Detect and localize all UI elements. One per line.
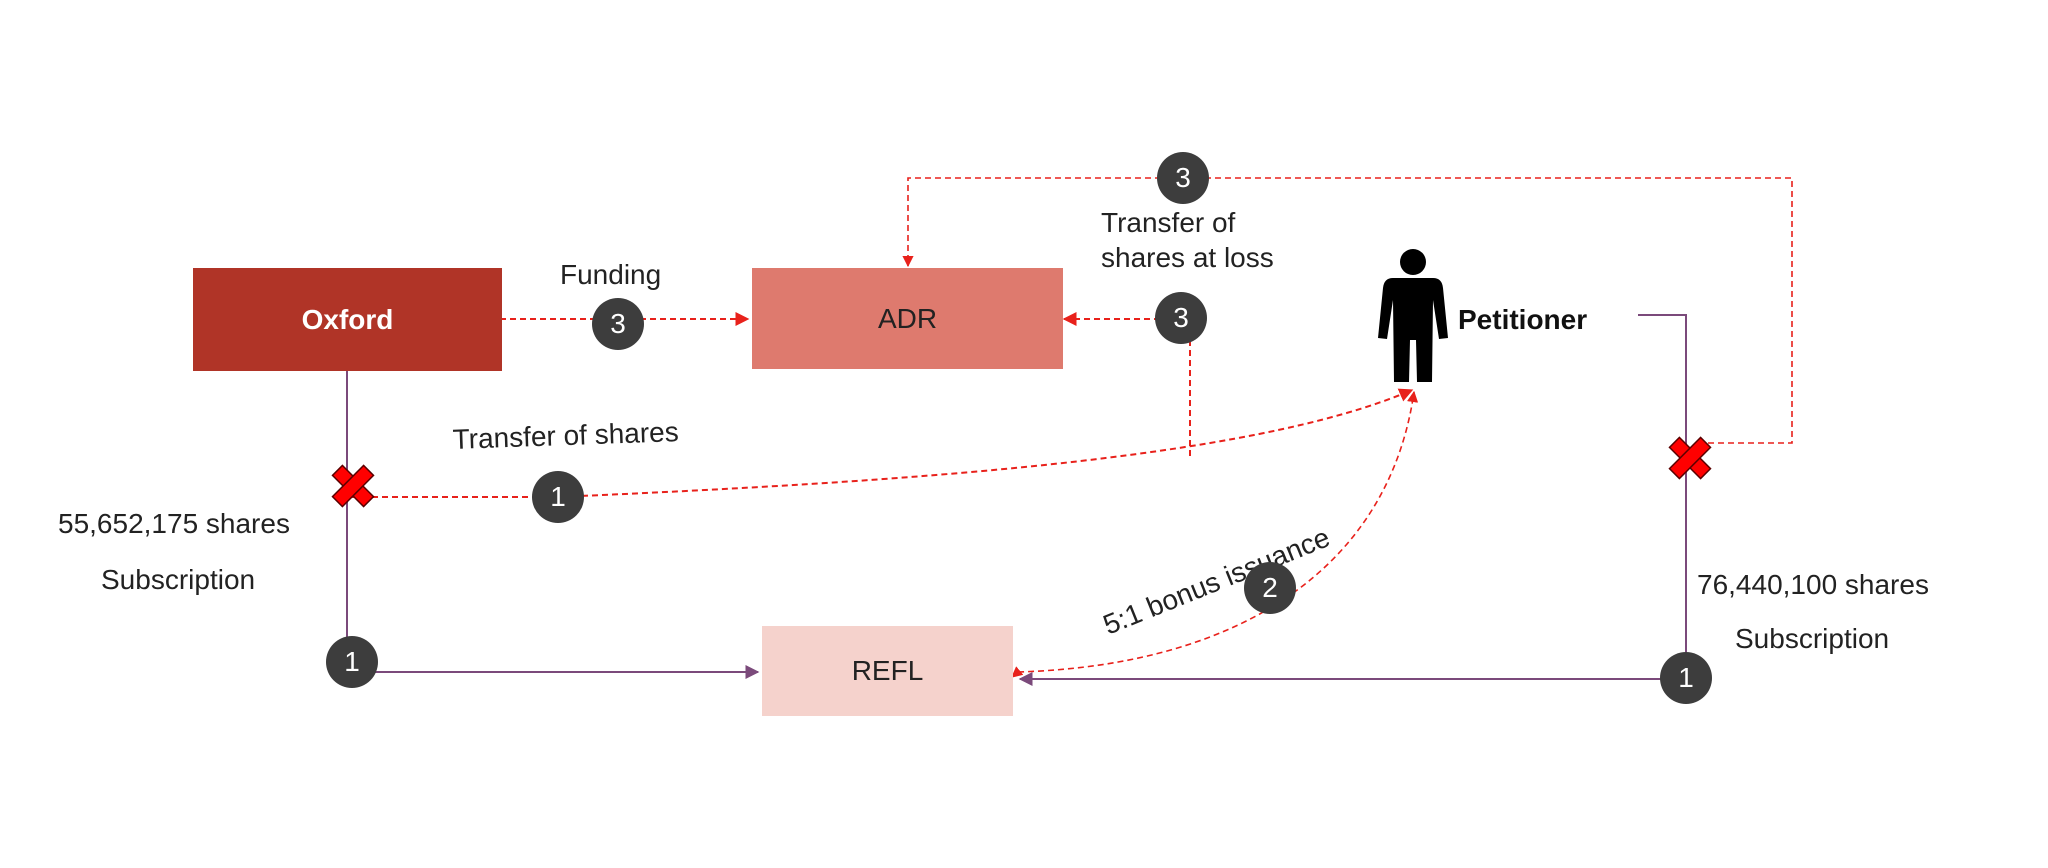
- cross-icon: [1668, 436, 1712, 480]
- step-badge-petitioner-subscription: 1: [1660, 652, 1712, 704]
- top-loop-arrow: [902, 177, 1793, 444]
- funding-label: Funding: [560, 259, 662, 290]
- transfer-at-loss-label-line2: shares at loss: [1101, 242, 1274, 273]
- petitioner-subscription-line: [1018, 314, 1687, 686]
- step-badge-top-loop: 3: [1157, 152, 1209, 204]
- oxford-subscription-label: Subscription: [101, 564, 256, 595]
- bonus-arrow-tail: [1011, 666, 1024, 678]
- petitioner-subscription-label: Subscription: [1735, 623, 1890, 654]
- oxford-box: Oxford: [193, 268, 502, 371]
- step-badge-funding: 3: [592, 298, 644, 350]
- step-badge-oxford-subscription: 1: [326, 636, 378, 688]
- petitioner-shares-label: 76,440,100 shares: [1697, 569, 1929, 600]
- step-badge-transfer-at-loss: 3: [1155, 292, 1207, 344]
- oxford-label: Oxford: [301, 303, 394, 335]
- step-badge-transfer-shares: 1: [532, 471, 584, 523]
- adr-box: ADR: [752, 268, 1063, 369]
- step-badge-bonus: 2: [1244, 562, 1296, 614]
- transfer-shares-arrow: [352, 388, 1414, 498]
- person-icon: [1378, 249, 1448, 382]
- refl-label: REFL: [851, 655, 924, 686]
- bonus-arrow: [1017, 390, 1419, 673]
- transfer-at-loss-label-line1: Transfer of: [1101, 207, 1236, 238]
- adr-label: ADR: [877, 302, 938, 334]
- petitioner-label: Petitioner: [1458, 304, 1588, 335]
- refl-box: REFL: [762, 626, 1013, 716]
- oxford-shares-label: 55,652,175 shares: [58, 508, 290, 539]
- cross-icon: [331, 464, 375, 508]
